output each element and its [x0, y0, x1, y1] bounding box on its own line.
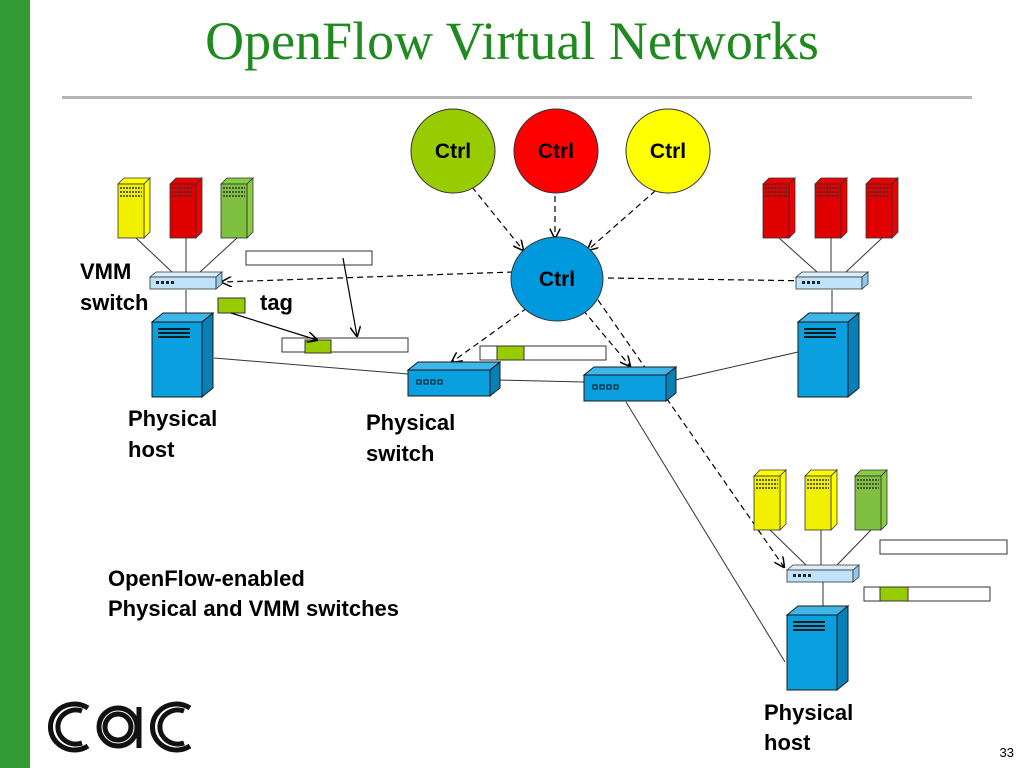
physical-host-icon: [797, 312, 860, 398]
physical-host-bottom-label-line1: Physical: [764, 700, 854, 725]
vm-group-top-right: [762, 177, 899, 239]
vm-server-icon: [753, 469, 787, 531]
control-links: [222, 183, 818, 567]
physical-switch-icon: [407, 361, 501, 397]
packet-headers: [245, 250, 1008, 602]
controller-central-label: Ctrl: [539, 268, 575, 291]
vm-links: [135, 237, 883, 567]
openflow-note-line2: Physical and VMM switches: [108, 596, 399, 621]
physical-links: [185, 290, 833, 663]
slide-title: OpenFlow Virtual Networks: [205, 11, 819, 71]
tag-swatch: [217, 297, 246, 314]
page-number: 33: [999, 745, 1014, 760]
physical-host-icon: [151, 312, 214, 398]
vmm-switch-label-line1: VMM: [80, 259, 132, 284]
side-accent-bar: [0, 0, 30, 768]
header-arrows: [230, 257, 357, 340]
controller-red: Ctrl: [513, 108, 599, 194]
vm-server-icon: [762, 177, 796, 239]
controller-red-label: Ctrl: [538, 140, 574, 163]
vmm-switch-icon: [149, 271, 223, 290]
physical-switch-icon: [583, 366, 677, 402]
controller-green: Ctrl: [410, 108, 496, 194]
vm-group-top-left: [117, 177, 254, 239]
vmm-switch-icon: [786, 564, 860, 583]
openflow-note-line1: OpenFlow-enabled: [108, 566, 305, 591]
vm-server-icon: [804, 469, 838, 531]
physical-host-left-label-line1: Physical: [128, 406, 218, 431]
vm-server-icon: [169, 177, 203, 239]
physical-switch-label-line2: switch: [366, 441, 435, 466]
controller-yellow: Ctrl: [625, 108, 711, 194]
physical-host-bottom-label-line2: host: [764, 730, 811, 755]
controller-central: Ctrl: [510, 236, 604, 322]
physical-switch-label-line1: Physical: [366, 410, 456, 435]
vmm-switch-icon: [795, 271, 869, 290]
vm-server-icon: [854, 469, 888, 531]
tag-label: tag: [260, 290, 293, 315]
vm-server-icon: [814, 177, 848, 239]
vm-group-bottom-right: [753, 469, 888, 531]
cac-logo: [47, 701, 192, 753]
vm-server-icon: [865, 177, 899, 239]
title-divider: [62, 96, 972, 99]
vm-server-icon: [220, 177, 254, 239]
controller-green-label: Ctrl: [435, 140, 471, 163]
controller-yellow-label: Ctrl: [650, 140, 686, 163]
vm-server-icon: [117, 177, 151, 239]
vmm-switch-label-line2: switch: [80, 290, 149, 315]
physical-host-icon: [786, 605, 849, 691]
physical-host-left-label-line2: host: [128, 437, 175, 462]
